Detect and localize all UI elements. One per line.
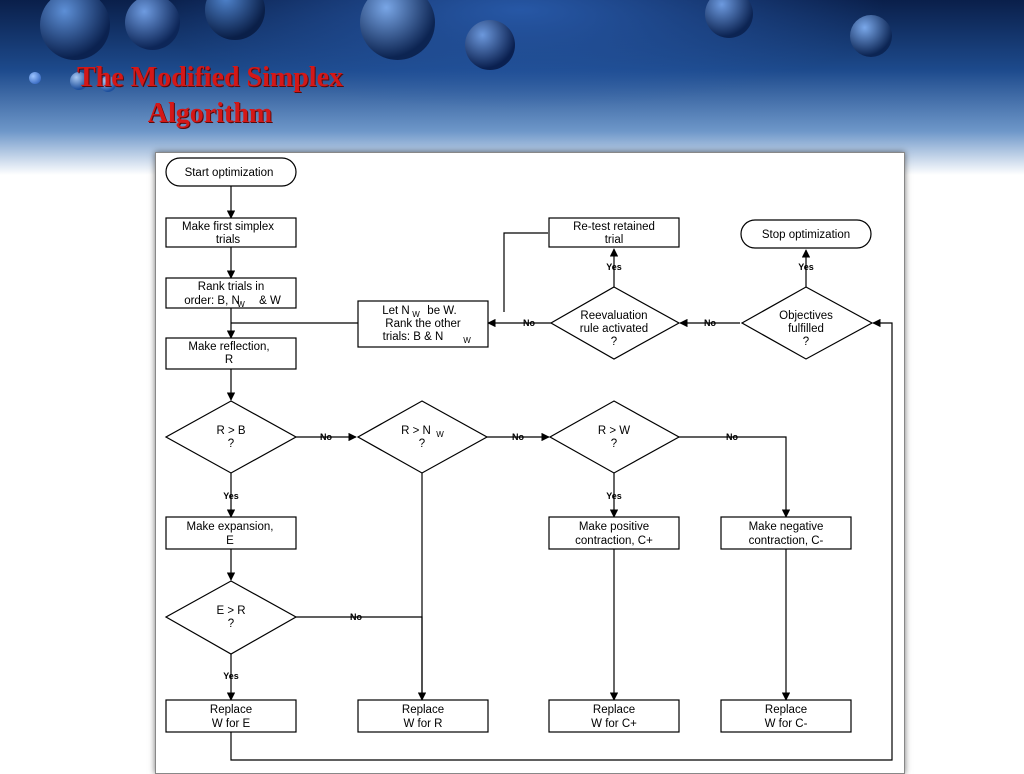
objectives-label: Objectives <box>779 310 833 322</box>
r-gt-nw-label: ? <box>419 438 425 450</box>
start-terminal <box>165 157 297 187</box>
r-gt-w-label: ? <box>611 438 617 450</box>
expansion-box <box>165 516 297 550</box>
retest-label: trial <box>605 234 624 246</box>
rank-label: Rank trials in <box>198 281 264 293</box>
r-gt-b-diamond <box>164 400 298 474</box>
no-label: No <box>726 432 738 442</box>
no-label: No <box>512 432 524 442</box>
neg-contraction-label: Make negative <box>749 521 824 533</box>
rank-box <box>165 277 297 309</box>
reflection-label: R <box>225 354 233 366</box>
reflection-box <box>165 337 297 370</box>
expansion-label: Make expansion, <box>187 521 274 533</box>
no-label: No <box>704 318 716 328</box>
let-nw-label: Let N <box>382 305 410 317</box>
replace-e-label: W for E <box>212 718 251 730</box>
molecule-ball <box>465 20 515 70</box>
reevaluation-label: ? <box>611 336 617 348</box>
first-simplex-box <box>165 217 297 248</box>
neg-contraction-box <box>720 516 852 550</box>
objectives-label: fulfilled <box>788 323 824 335</box>
r-gt-w-label: R > W <box>598 425 630 437</box>
retest-label: Re-test retained <box>573 221 655 233</box>
reevaluation-diamond <box>549 286 681 360</box>
first-simplex-label: Make first simplex <box>182 221 274 233</box>
molecule-ball <box>100 76 116 92</box>
yes-label: Yes <box>798 262 814 272</box>
r-gt-nw-label: W <box>436 430 444 439</box>
yes-label: Yes <box>606 491 622 501</box>
yes-label: Yes <box>606 262 622 272</box>
rank-label: order: B, N <box>184 295 240 307</box>
reevaluation-label: Reevaluation <box>580 310 647 322</box>
rank-label: W <box>237 300 245 309</box>
title-line-2: Algorithm <box>147 98 273 129</box>
neg-contraction-label: contraction, C- <box>749 535 824 547</box>
replace-r-label: W for R <box>404 718 443 730</box>
stop-terminal <box>740 219 872 249</box>
yes-label: Yes <box>223 491 239 501</box>
replace-cm-label: Replace <box>765 704 807 716</box>
e-gt-r-label: ? <box>228 618 234 630</box>
title-line-1: The Modified Simplex <box>76 62 343 93</box>
replace-r-box <box>357 699 489 733</box>
replace-e-label: Replace <box>210 704 252 716</box>
replace-e-box <box>165 699 297 733</box>
e-gt-r-diamond <box>164 580 298 655</box>
first-simplex-label: trials <box>216 234 241 246</box>
r-gt-nw-label: R > N <box>401 425 431 437</box>
let-nw-label: W <box>412 310 420 319</box>
retest-box <box>548 217 680 248</box>
let-nw-label: W <box>463 336 471 345</box>
no-label: No <box>320 432 332 442</box>
yes-label: Yes <box>223 671 239 681</box>
expansion-label: E <box>226 535 234 547</box>
replace-cm-label: W for C- <box>765 718 808 730</box>
pos-contraction-label: contraction, C+ <box>575 535 653 547</box>
no-label: No <box>523 318 535 328</box>
reflection-label: Make reflection, <box>188 341 269 353</box>
objectives-diamond <box>740 286 874 360</box>
molecule-ball <box>40 0 110 60</box>
replace-cp-label: Replace <box>593 704 635 716</box>
replace-cp-label: W for C+ <box>591 718 637 730</box>
r-gt-nw-diamond <box>356 400 489 474</box>
pos-contraction-box <box>548 516 680 550</box>
replace-r-label: Replace <box>402 704 444 716</box>
objectives-label: ? <box>803 336 809 348</box>
r-gt-b-label: ? <box>228 438 234 450</box>
r-gt-w-diamond <box>548 400 681 474</box>
molecule-ball <box>125 0 180 50</box>
pos-contraction-label: Make positive <box>579 521 649 533</box>
molecule-ball <box>360 0 435 60</box>
bullet-icon <box>29 72 41 84</box>
molecule-ball <box>705 0 753 38</box>
stop-label: Stop optimization <box>762 229 850 241</box>
let-nw-label: trials: B & N <box>383 331 444 343</box>
let-nw-label: Rank the other <box>385 318 461 330</box>
slide-title: The Modified Simplex Algorithm <box>0 60 420 132</box>
replace-cp-box <box>548 699 680 733</box>
reevaluation-label: rule activated <box>580 323 648 335</box>
no-label: No <box>350 612 362 622</box>
header-banner <box>0 0 1024 175</box>
let-nw-label: be W. <box>427 305 456 317</box>
rank-label: & W <box>259 295 281 307</box>
molecule-ball <box>70 72 88 90</box>
replace-cm-box <box>720 699 852 733</box>
let-nw-box <box>357 300 489 348</box>
start-label: Start optimization <box>185 167 274 179</box>
e-gt-r-label: E > R <box>216 605 245 617</box>
r-gt-b-label: R > B <box>216 425 245 437</box>
molecule-ball <box>850 15 892 57</box>
